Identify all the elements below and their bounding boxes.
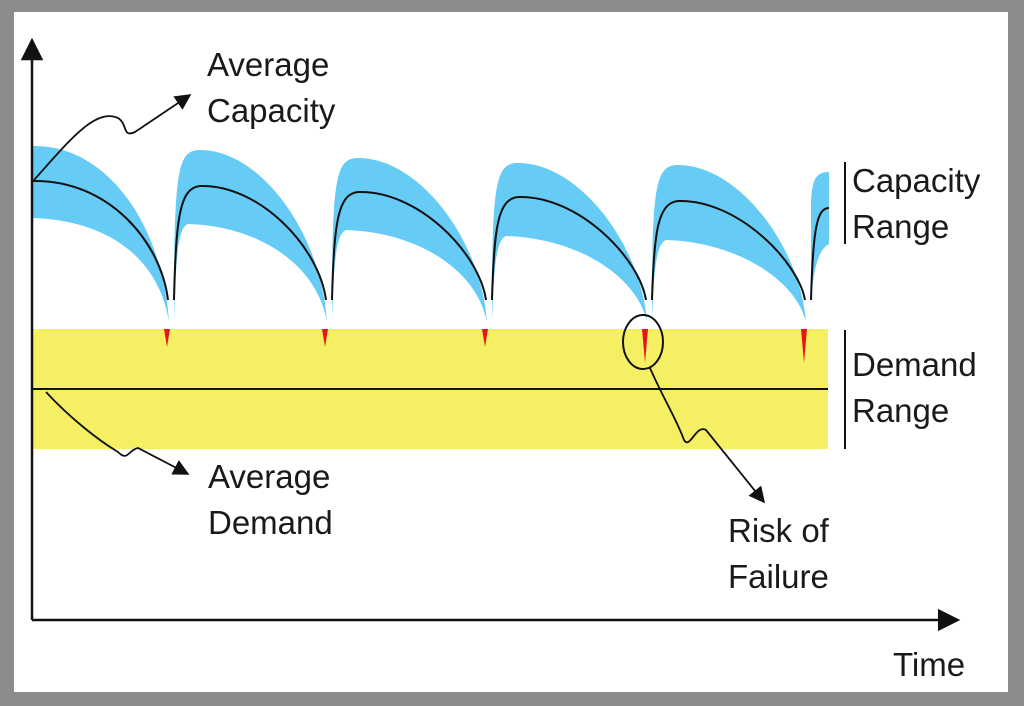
capacity-band-segment [32, 145, 169, 322]
average-capacity-pointer-icon [33, 94, 192, 181]
capacity-range-label-line1: Capacity [852, 162, 981, 199]
capacity-band-segment [652, 164, 806, 322]
risk-of-failure-pointer-icon [649, 367, 766, 504]
capacity-band-segment [811, 172, 829, 304]
failure-overlap-spike [642, 329, 648, 363]
failure-overlap-marks [164, 329, 807, 363]
average-capacity-line [31, 179, 830, 301]
x-axis-label: Time [893, 646, 965, 683]
capacity-range-bands [32, 145, 829, 322]
average-capacity-label-line2: Capacity [207, 92, 336, 129]
average-demand-label-line1: Average [208, 458, 330, 495]
diagram-frame: Average Capacity Capacity Range Demand R… [14, 12, 1008, 692]
demand-range-label-line1: Demand [852, 346, 977, 383]
risk-of-failure-label-line2: Failure [728, 558, 829, 595]
failure-overlap-spike [482, 329, 488, 347]
demand-range-label-line2: Range [852, 392, 949, 429]
risk-of-failure-circle [622, 314, 664, 370]
average-demand-pointer-icon [45, 391, 190, 475]
average-capacity-label-line1: Average [207, 46, 329, 83]
capacity-demand-diagram: Average Capacity Capacity Range Demand R… [20, 37, 981, 683]
capacity-band-segment [332, 157, 487, 322]
failure-overlap-spike [801, 329, 807, 363]
risk-of-failure-label-line1: Risk of [728, 512, 830, 549]
average-demand-label-line2: Demand [208, 504, 333, 541]
capacity-band-segment [492, 162, 647, 322]
capacity-band-segment [174, 149, 327, 322]
failure-overlap-spike [164, 329, 170, 347]
capacity-range-label-line2: Range [852, 208, 949, 245]
failure-overlap-spike [322, 329, 328, 347]
